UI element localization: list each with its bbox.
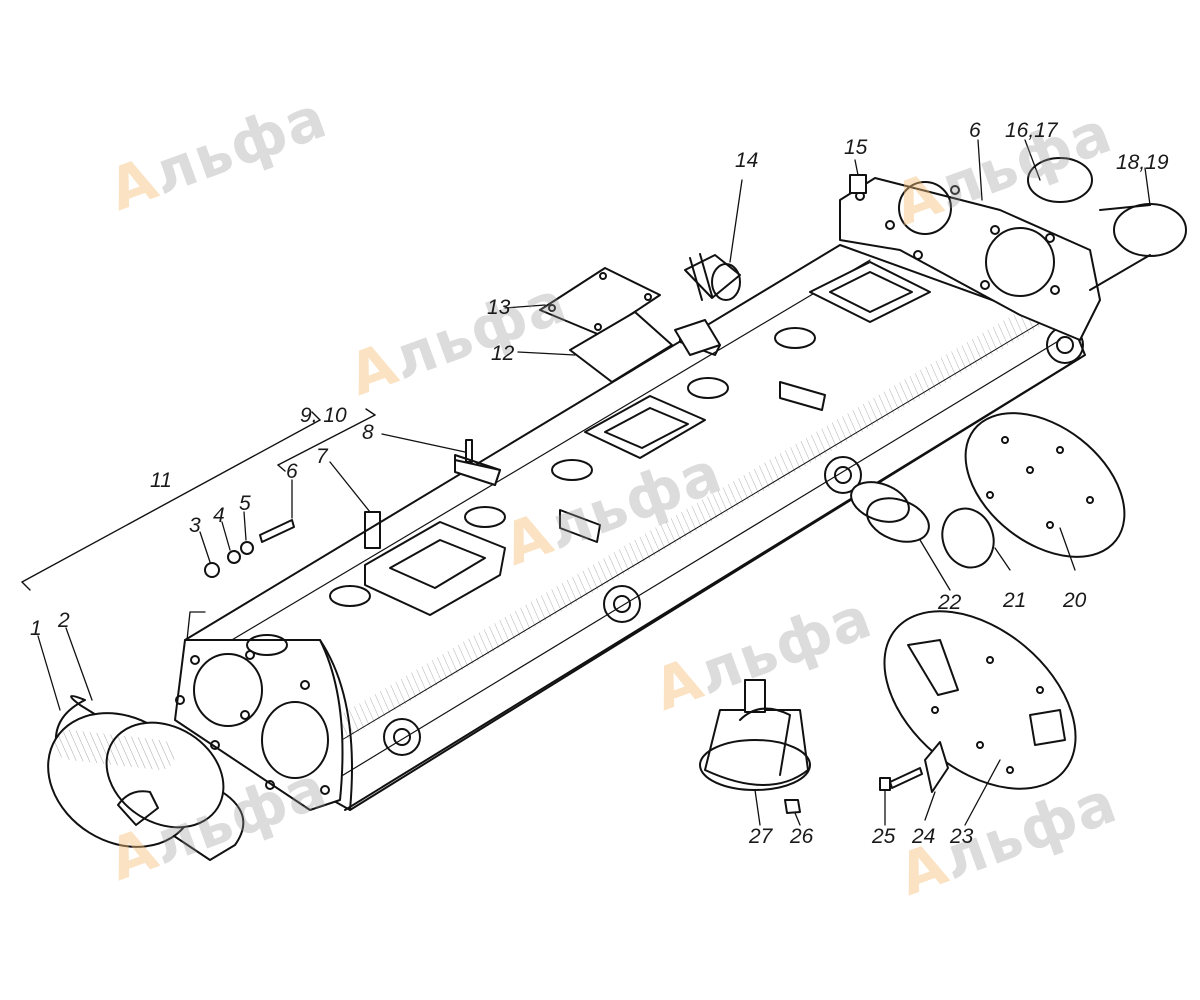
callout-16-17: 16,17 [1005, 119, 1058, 142]
callout-18-19: 18,19 [1116, 151, 1169, 174]
callout-27: 27 [749, 825, 773, 848]
bolt-25 [879, 767, 923, 791]
callout-13: 13 [487, 296, 511, 319]
fasteners-left [204, 439, 501, 578]
callout-7: 7 [316, 445, 328, 468]
cap-21 [941, 507, 995, 569]
callout-24: 24 [912, 825, 936, 848]
end-cover-20 [964, 412, 1126, 558]
callout-21: 21 [1003, 589, 1027, 612]
manifold-pipe-body [184, 244, 1086, 811]
nut-26 [784, 799, 801, 814]
funnel-27 [699, 679, 811, 791]
callout-15: 15 [844, 136, 868, 159]
callout-6-stud: 6 [286, 460, 298, 483]
callout-1: 1 [30, 617, 42, 640]
pipe-front-flange [174, 639, 344, 811]
callout-12: 12 [491, 342, 515, 365]
callout-6-housing: 6 [969, 119, 981, 142]
callout-20: 20 [1063, 589, 1087, 612]
plug-14 [684, 253, 741, 301]
callout-9-10: 9, 10 [300, 404, 347, 427]
leader-lines [37, 139, 1151, 826]
top-ports [246, 261, 931, 656]
lock-washer-24 [924, 741, 949, 793]
callout-5: 5 [239, 492, 251, 515]
callout-26: 26 [790, 825, 814, 848]
callout-25: 25 [872, 825, 896, 848]
callout-14: 14 [735, 149, 759, 172]
group-brackets [21, 408, 376, 591]
end-cover-23 [883, 610, 1077, 790]
ring-22 [850, 481, 930, 543]
callout-4: 4 [213, 504, 225, 527]
side-bosses [383, 326, 1084, 756]
callout-8: 8 [362, 421, 374, 444]
callout-23: 23 [950, 825, 974, 848]
plug-15 [849, 174, 867, 194]
callout-3: 3 [189, 514, 201, 537]
end-cover-plates-left [47, 695, 245, 861]
callout-11: 11 [150, 469, 172, 492]
callout-22: 22 [938, 591, 962, 614]
rear-housing [839, 157, 1187, 341]
callout-2: 2 [58, 609, 70, 632]
cover-plates-12-13 [539, 267, 721, 383]
